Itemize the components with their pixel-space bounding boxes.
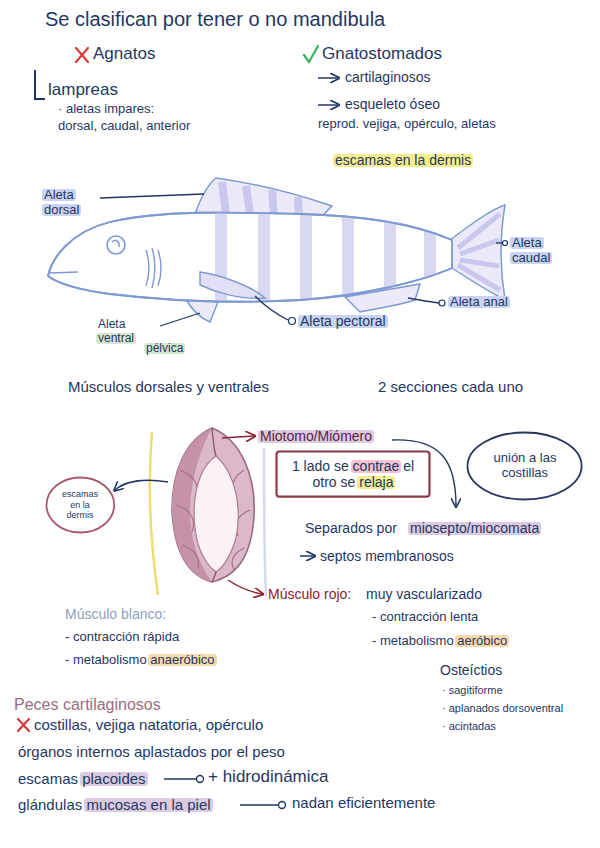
fish-pupil bbox=[112, 240, 119, 247]
note-text: Aleta dorsal bbox=[44, 188, 94, 218]
caudal-fin bbox=[450, 205, 505, 300]
check-mark bbox=[304, 46, 318, 62]
box-border bbox=[277, 452, 430, 497]
body-stripe bbox=[424, 200, 436, 310]
note-text: Músculo blanco: bbox=[65, 606, 166, 622]
note-text: reprod. vejiga, opérculo, aletas bbox=[318, 117, 496, 132]
fish-eye bbox=[107, 236, 125, 254]
note-text: · aletas impares: bbox=[58, 102, 154, 117]
note-text: + hidrodinámica bbox=[208, 767, 329, 787]
note-text: esqueleto óseo bbox=[345, 96, 440, 112]
leader-line bbox=[408, 298, 439, 303]
arrow-symbol bbox=[222, 436, 254, 438]
note-text: · acintadas bbox=[442, 720, 496, 733]
note-text: - contracción rápida bbox=[65, 630, 179, 645]
note-text: Miotomo/Miómero bbox=[260, 428, 372, 444]
node-text: 1 lado se contrae el otro se relaja bbox=[283, 458, 423, 490]
bracket bbox=[35, 70, 45, 99]
cross-mark bbox=[76, 48, 88, 62]
note-text: - contracción lenta bbox=[372, 610, 478, 625]
septum-line bbox=[212, 428, 216, 582]
note-text: - metabolismo anaeróbico bbox=[65, 653, 215, 668]
note-text: Músculos dorsales y ventrales bbox=[68, 378, 269, 395]
fish-body-line bbox=[48, 212, 452, 301]
leader-ring bbox=[503, 241, 508, 246]
note-text: Separados por bbox=[305, 520, 397, 536]
gill-lines bbox=[146, 248, 161, 288]
note-text: · aplanados dorsoventral bbox=[442, 702, 563, 715]
arrow-ring bbox=[197, 776, 204, 783]
leader-ring bbox=[439, 300, 445, 306]
cross-mark bbox=[18, 719, 29, 731]
node-text: unión a las costillas bbox=[486, 451, 564, 481]
node-label: escamas en la dermis bbox=[57, 489, 103, 520]
mouth bbox=[50, 272, 78, 273]
note-text: Peces cartilaginosos bbox=[14, 696, 161, 714]
note-circle: escamas en la dermis bbox=[45, 476, 116, 534]
note-text: Aleta anal bbox=[450, 295, 508, 310]
note-text: septos membranosos bbox=[320, 548, 454, 564]
leader-line bbox=[100, 194, 204, 198]
note-text: dorsal, caudal, anterior bbox=[58, 119, 190, 134]
note-text: órganos internos aplastados por el peso bbox=[18, 743, 285, 760]
fin-stripes bbox=[222, 182, 299, 216]
note-circle: unión a las costillas bbox=[466, 431, 583, 501]
node-text: escamas en la dermis bbox=[57, 489, 103, 520]
note-text: Gnatostomados bbox=[322, 44, 442, 64]
pectoral-fin bbox=[200, 272, 265, 298]
note-text: miosepto/miocomata bbox=[410, 520, 539, 536]
leader-line bbox=[255, 296, 288, 320]
node-label: 1 lado se contrae el otro se relaja bbox=[283, 458, 423, 490]
note-text: lampreas bbox=[48, 80, 118, 100]
muscle-core bbox=[194, 456, 238, 572]
yellow-line bbox=[150, 432, 158, 595]
note-text: Músculo rojo: bbox=[268, 586, 351, 602]
node-label: unión a las costillas bbox=[486, 451, 564, 481]
page-title: Se clasifican por tener o no mandibula bbox=[45, 8, 385, 31]
note-text: Aleta caudal bbox=[512, 236, 562, 266]
arrow-symbol bbox=[115, 480, 168, 490]
arrow-ring bbox=[279, 802, 286, 809]
leader-ring bbox=[289, 318, 296, 325]
body-stripe bbox=[300, 200, 312, 310]
circle-border bbox=[468, 433, 582, 500]
note-text: 2 secciones cada uno bbox=[378, 378, 523, 395]
arrow-symbol bbox=[240, 804, 278, 806]
note-text: Agnatos bbox=[93, 44, 155, 64]
note-text: escamas en la dermis bbox=[335, 152, 471, 168]
note-text: muy vascularizado bbox=[366, 586, 482, 602]
note-text: Osteíctios bbox=[440, 662, 502, 678]
fin-stripes bbox=[458, 214, 500, 290]
arrow-symbol bbox=[300, 555, 314, 557]
note-text: cartilaginosos bbox=[345, 69, 431, 85]
note-text: - metabolismo aeróbico bbox=[372, 634, 507, 649]
note-text: pélvica bbox=[146, 342, 183, 356]
leader-line bbox=[160, 313, 200, 326]
note-text: Aleta ventral bbox=[98, 318, 153, 346]
muscle-section bbox=[172, 428, 254, 582]
arrow-symbol bbox=[318, 77, 338, 79]
arrow-symbol bbox=[164, 778, 196, 780]
circle-border bbox=[46, 478, 114, 533]
note-text: · sagitiforme bbox=[442, 684, 503, 697]
note-text: escamas placoides bbox=[18, 770, 146, 787]
grey-line bbox=[264, 448, 266, 596]
note-box: 1 lado se contrae el otro se relaja bbox=[275, 450, 431, 498]
note-text: Aleta pectoral bbox=[300, 313, 386, 329]
body-stripe bbox=[384, 200, 396, 310]
arrow-symbol bbox=[228, 580, 262, 594]
note-text: nadan eficientemente bbox=[292, 794, 435, 811]
note-text: glándulas mucosas en la piel bbox=[18, 796, 211, 813]
note-text: costillas, vejiga natatoria, opérculo bbox=[34, 716, 263, 733]
arrow-symbol bbox=[318, 104, 338, 106]
